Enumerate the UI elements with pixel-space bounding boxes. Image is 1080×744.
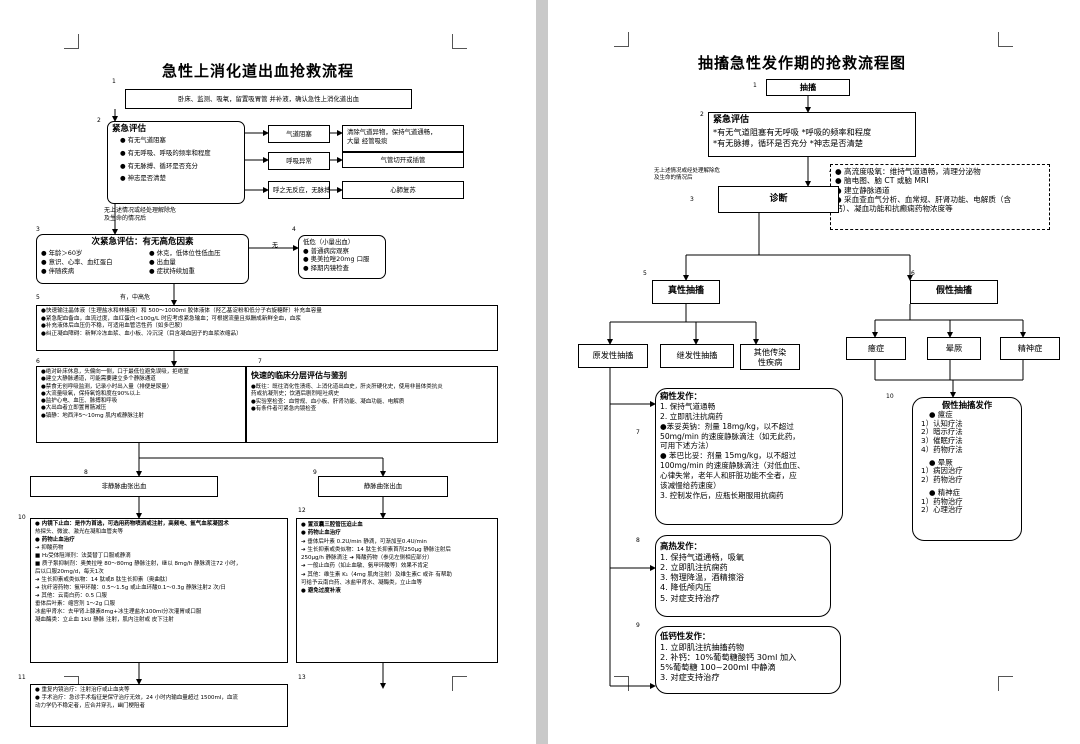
step-number: 8 — [636, 537, 640, 544]
step-number: 1 — [753, 82, 757, 89]
emergency-assessment-title: 紧急评估 — [112, 124, 147, 134]
high-risk-label: 有，中高危 — [120, 294, 151, 301]
crop-mark — [998, 32, 1013, 47]
primary-seizure-box: 原发性抽搐 — [578, 344, 648, 368]
step-number: 9 — [636, 622, 640, 629]
no-pulse-box: 呼之无反应，无脉搏 — [268, 181, 330, 199]
step-number: 8 — [84, 469, 88, 476]
step-number: 10 — [886, 393, 894, 400]
assessment-item: 有无呼吸、呼吸的频率和程度 — [127, 149, 211, 158]
step-number: 2 — [700, 111, 704, 118]
secondary-seizure-box: 继发性抽搐 — [660, 344, 734, 368]
epileptic-seizure-box: 痫性发作： 1. 保持气道通畅 2. 立即肌注抗痫药 ●苯妥英钠：剂量 18mg… — [655, 388, 843, 525]
crop-mark — [614, 32, 629, 47]
emergency-assessment-box: 紧急评估 *有无气道阻塞有无呼吸 *呼吸的频率和程度 *有无脉搏，循环是否充分 … — [708, 112, 916, 157]
intubation-box: 气管切开或插管 — [342, 152, 464, 168]
step-number: 3 — [36, 226, 40, 233]
page-title: 抽搐急性发作期的抢救流程图 — [698, 54, 907, 72]
assessment-item: 有无脉搏、循环是否充分 — [127, 161, 198, 170]
crop-mark — [452, 34, 467, 49]
confirm-bleeding-box: 卧床、监测、吸氧，留置吸胃管 并补液，确认急性上消化道出血 — [125, 89, 412, 109]
syncope-box: 晕厥 — [927, 337, 981, 360]
step-number: 5 — [643, 270, 647, 277]
pseudo-seizure-box: 假性抽搐 — [910, 280, 998, 304]
step-number: 3 — [690, 196, 694, 203]
diagnosis-box: 诊断 — [718, 186, 839, 213]
step-number: 4 — [292, 226, 296, 233]
stratification-title: 快速的临床分层评估与鉴别 — [251, 371, 347, 380]
general-care-box: ●绝对卧床休息，头偏向一侧，口于最低位避免误吸，拒绝窒 ●建立大静脉通道，可能需… — [36, 366, 246, 443]
febrile-seizure-box: 高热发作： 1. 保持气道通畅，吸氧 2. 立即肌注抗痫药 3. 物理降温，酒精… — [655, 535, 831, 617]
no-risk-label: 无 — [272, 242, 279, 249]
nonvariceal-box: 非静脉曲张出血 — [30, 476, 218, 497]
step-number: 1 — [112, 78, 116, 85]
step-number: 2 — [97, 117, 101, 124]
initial-management-box: ● 高流度吸氧：维持气道通畅，清理分泌物 ● 脑电图、脑 CT 或脑 MRI ●… — [830, 164, 1050, 230]
further-treatment-box: ● 重复内镜治疗：注射治疗或止血夹等 ● 手术治疗：急诊手术指征是保守治疗无效，… — [30, 684, 288, 727]
step-number: 10 — [18, 514, 26, 521]
abnormal-breathing-box: 呼吸异常 — [268, 152, 330, 170]
step-number: 5 — [36, 294, 40, 301]
secondary-assessment-title: 次紧急评估：有无高危因素 — [91, 237, 194, 247]
low-risk-box: 低危（小量出血） ● 普通病房观察 ● 奥美拉唑20mg 口服 ● 择期内镜检查 — [298, 235, 386, 279]
condition-note: 无上述情况或经处理解除危 及生命的情况后 — [654, 168, 721, 182]
resuscitation-box: ●快速输注晶体液（生理盐水和林格液）和 500～1000ml 胶体液体（羟乙基淀… — [36, 305, 498, 351]
hypocalcemic-seizure-box: 低钙性发作： 1. 立即肌注抗抽搐药物 2. 补钙：10%葡萄糖酸钙 30ml … — [655, 626, 841, 694]
clear-airway-box: 清除气道异物，保持气道通畅， 大量 经管吸痰 — [342, 125, 464, 152]
step-number: 6 — [911, 270, 915, 277]
crop-mark — [998, 676, 1013, 691]
emergency-assessment-box: 紧急评估 ● 有无气道阻塞 ● 有无呼吸、呼吸的频率和程度 ● 有无脉搏、循环是… — [107, 121, 245, 204]
hysteria-box: 癔症 — [846, 337, 906, 360]
step-number: 11 — [18, 674, 26, 681]
cpr-box: 心肺复苏 — [342, 181, 464, 199]
step-number: 7 — [636, 429, 640, 436]
assessment-item: 神志是否清楚 — [127, 174, 166, 183]
step-number: 12 — [298, 507, 306, 514]
step-number: 9 — [313, 469, 317, 476]
seizure-box: 抽搐 — [766, 79, 850, 96]
crop-mark — [64, 34, 79, 49]
crop-mark — [614, 676, 629, 691]
step-number: 13 — [298, 674, 306, 681]
document-page-left: 急性上消化道出血抢救流程 1 2 3 4 5 6 7 8 9 10 11 12 … — [0, 0, 536, 744]
true-seizure-box: 真性抽搐 — [652, 280, 720, 304]
condition-note: 无上述情况或经处理解除危 及生命的情况后 — [104, 207, 177, 222]
crop-mark — [452, 676, 467, 691]
step-number: 7 — [258, 358, 262, 365]
nonvariceal-treatment-box: ● 内镜下止血：是作为首选，可选用药物喷洒或注射，高频电、氩气血浆凝固术 热探头… — [30, 518, 288, 663]
emergency-assessment-title: 紧急评估 — [713, 115, 750, 125]
airway-blocked-box: 气道阻塞 — [268, 125, 330, 143]
variceal-box: 静脉曲张出血 — [318, 476, 448, 497]
secondary-assessment-box: 次紧急评估：有无高危因素 ● 年龄＞60岁 ● 意识、心率、血红蛋白 ● 伴随疾… — [36, 234, 249, 284]
page-title: 急性上消化道出血抢救流程 — [162, 62, 355, 80]
clinical-stratification-box: 快速的临床分层评估与鉴别 ●既往：既往消化性溃疡、上消化道出血史，肝炎肝硬化史，… — [246, 366, 498, 443]
psychosis-box: 精神症 — [1000, 337, 1060, 360]
step-number: 6 — [36, 358, 40, 365]
document-page-right: 抽搐急性发作期的抢救流程图 1 2 3 4 5 6 7 8 9 10 抽搐 紧急… — [548, 0, 1080, 744]
assessment-item: 有无气道阻塞 — [127, 136, 166, 145]
infectious-disease-box: 其他传染 性疾病 — [740, 344, 800, 370]
pseudo-seizure-treatment-box: 假性抽搐发作 ● 癔症 1）认知疗法 2）暗示疗法 3）催眠疗法 4）药物疗法 … — [912, 397, 1022, 541]
crop-mark — [64, 676, 79, 691]
variceal-treatment-box: ● 置双囊三腔管压迫止血 ● 药物止血治疗 ➔ 垂体后叶素 0.2U/min 静… — [296, 518, 498, 663]
